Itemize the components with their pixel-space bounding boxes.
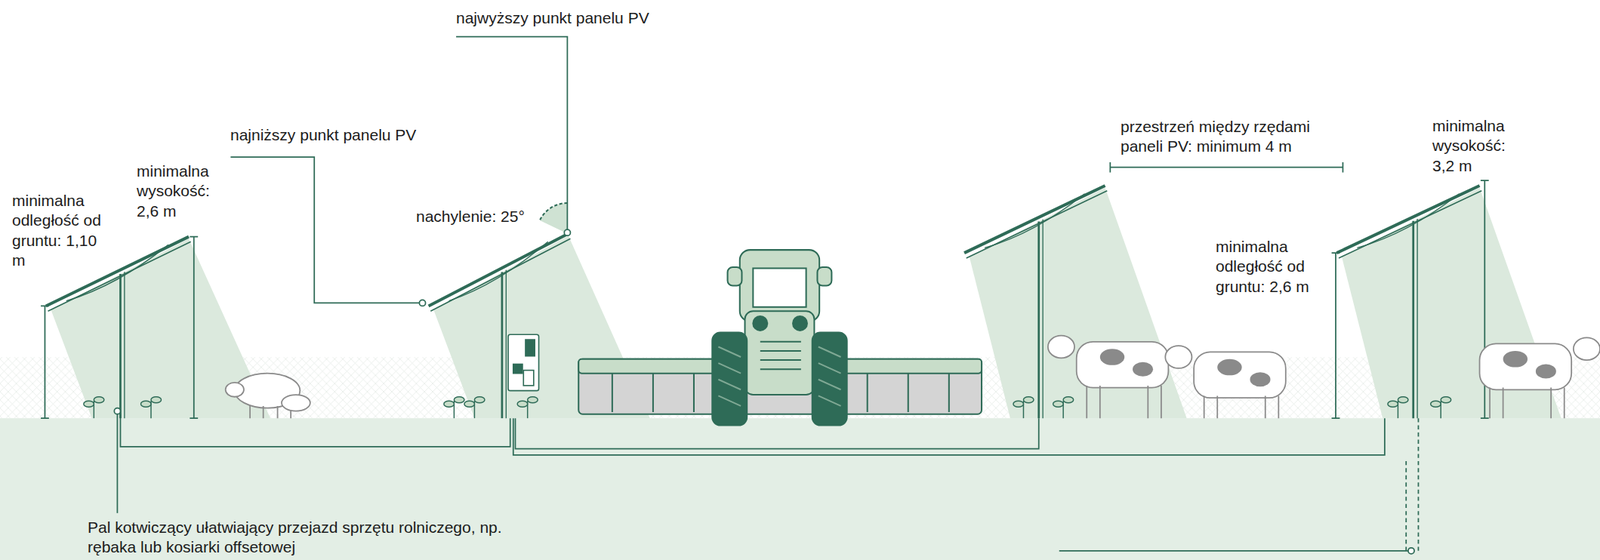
panel-shade: [969, 188, 1187, 419]
plant: [517, 397, 538, 419]
dimension-label: przestrzeń między rzędami paneli PV: min…: [1120, 117, 1340, 158]
plant: [140, 397, 161, 419]
plant: [1430, 397, 1452, 419]
pv-panel: [428, 234, 571, 420]
dimension-label: Pal kotwiczący ułatwiający przejazd sprz…: [87, 517, 511, 558]
dimension-label: minimalna odległość od gruntu: 2,6 m: [1215, 237, 1329, 297]
plant: [83, 397, 105, 419]
plant: [443, 397, 465, 419]
plant: [1013, 397, 1034, 419]
dimension-label: minimalna wysokość: 3,2 m: [1432, 116, 1517, 176]
panel-shade: [51, 238, 272, 419]
pv-panel: [1336, 185, 1482, 419]
cow: [1479, 337, 1600, 419]
cow: [1165, 345, 1286, 419]
pv-panel: [46, 237, 192, 420]
plant: [464, 397, 485, 419]
dimension-label: minimalna odległość od gruntu: 1,10 m: [12, 191, 107, 271]
dimension-label: najniższy punkt panelu PV: [230, 125, 417, 145]
dimension-label: minimalna wysokość: 2,6 m: [136, 161, 228, 222]
dimension-label: najwyższy punkt panelu PV: [456, 8, 650, 28]
plant: [1387, 397, 1409, 419]
cow: [1048, 336, 1169, 419]
dimension-label: nachylenie: 25°: [416, 206, 525, 227]
plant: [1053, 397, 1074, 419]
